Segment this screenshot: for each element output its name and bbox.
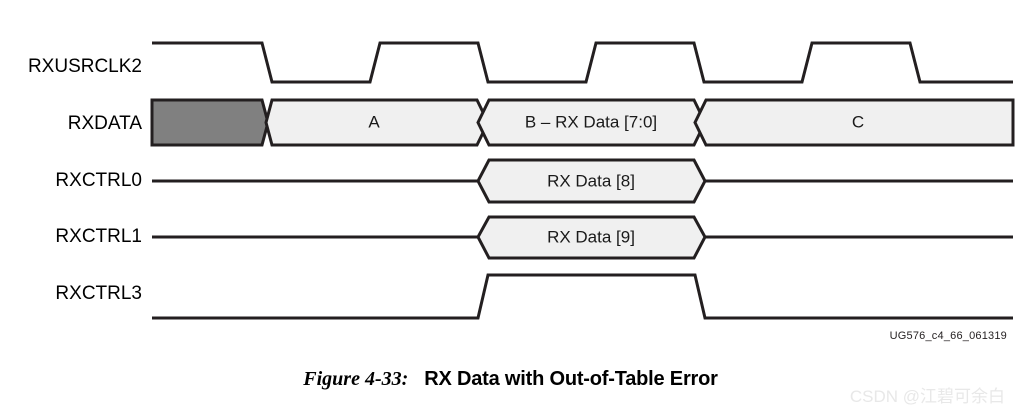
signal-label-rxctrl3: RXCTRL3 [55,283,142,304]
rxctrl0-pulse-label: RX Data [8] [547,171,635,190]
figure-caption: Figure 4-33: RX Data with Out-of-Table Er… [0,368,1021,391]
rxdata-segment-a [264,98,490,147]
rxctrl0-pulse-cell [476,158,707,204]
signal-label-rxdata: RXDATA [68,113,143,134]
signal-label-rxctrl0: RXCTRL0 [55,170,142,191]
rxdata-segment-b [476,98,707,147]
watermark-text: CSDN @江碧可余白 [849,387,1005,406]
signal-label-rxctrl1: RXCTRL1 [55,226,142,247]
figure-caption-title: RX Data with Out-of-Table Error [424,368,718,390]
waveform-rxctrl3 [152,273,1013,320]
rxdata-segment-c-label: C [852,112,864,131]
rxctrl1-pulse-label: RX Data [9] [547,227,635,246]
rxdata-segment-a-label: A [368,112,380,131]
rxdata-segment-c [693,98,1015,147]
rxdata-segment-unknown [150,98,270,147]
waveform-rxusrclk2 [152,41,1013,84]
rxdata-segment-b-label: B – RX Data [7:0] [525,112,657,131]
figure-caption-number: Figure 4-33: [303,368,409,390]
document-id-text: UG576_c4_66_061319 [889,330,1007,342]
signal-label-rxusrclk2: RXUSRCLK2 [28,56,142,77]
rxctrl1-pulse-cell [476,215,707,260]
